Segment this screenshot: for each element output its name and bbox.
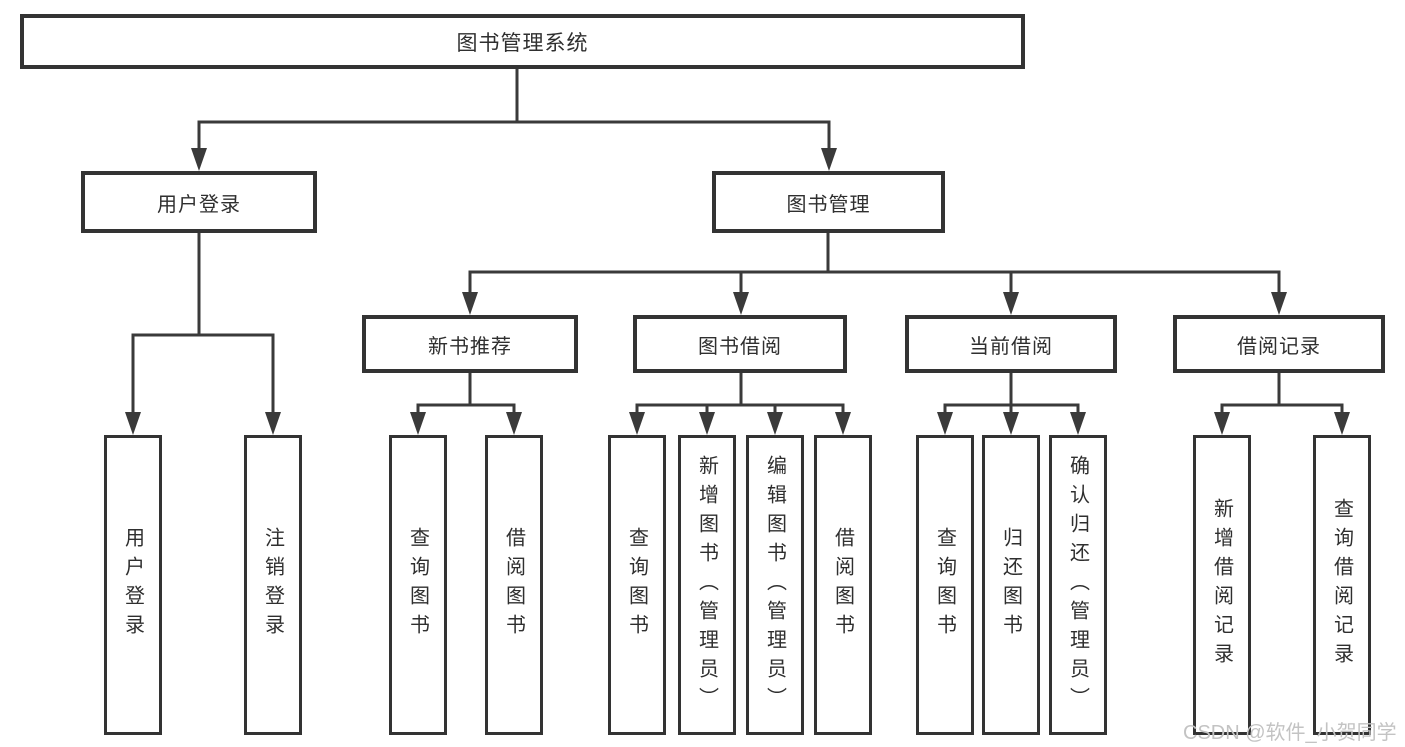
csdn-watermark: CSDN @软件_小贺同学: [1183, 722, 1397, 744]
leaf-edit-book-admin: 编辑图书（管理员）: [746, 435, 804, 735]
leaf-user-login: 用户登录: [104, 435, 162, 735]
node-borrow-records: 借阅记录: [1173, 315, 1385, 373]
node-book-management: 图书管理: [712, 171, 945, 233]
leaf-return-book: 归还图书: [982, 435, 1040, 735]
leaf-add-borrow-record: 新增借阅记录: [1193, 435, 1251, 735]
leaf-logout: 注销登录: [244, 435, 302, 735]
leaf-add-book-admin: 新增图书（管理员）: [678, 435, 736, 735]
leaf-confirm-return-admin: 确认归还（管理员）: [1049, 435, 1107, 735]
arrowhead-icons: [125, 148, 1350, 435]
leaf-borrow-books-rec: 借阅图书: [485, 435, 543, 735]
leaf-borrow-books: 借阅图书: [814, 435, 872, 735]
node-library-system: 图书管理系统: [20, 14, 1025, 69]
leaf-query-books-borrow: 查询图书: [608, 435, 666, 735]
node-new-book-recommend: 新书推荐: [362, 315, 578, 373]
leaf-query-borrow-record: 查询借阅记录: [1313, 435, 1371, 735]
node-user-login: 用户登录: [81, 171, 317, 233]
leaf-query-books-current: 查询图书: [916, 435, 974, 735]
leaf-query-books-rec: 查询图书: [389, 435, 447, 735]
node-book-borrow: 图书借阅: [633, 315, 847, 373]
node-current-borrow: 当前借阅: [905, 315, 1117, 373]
